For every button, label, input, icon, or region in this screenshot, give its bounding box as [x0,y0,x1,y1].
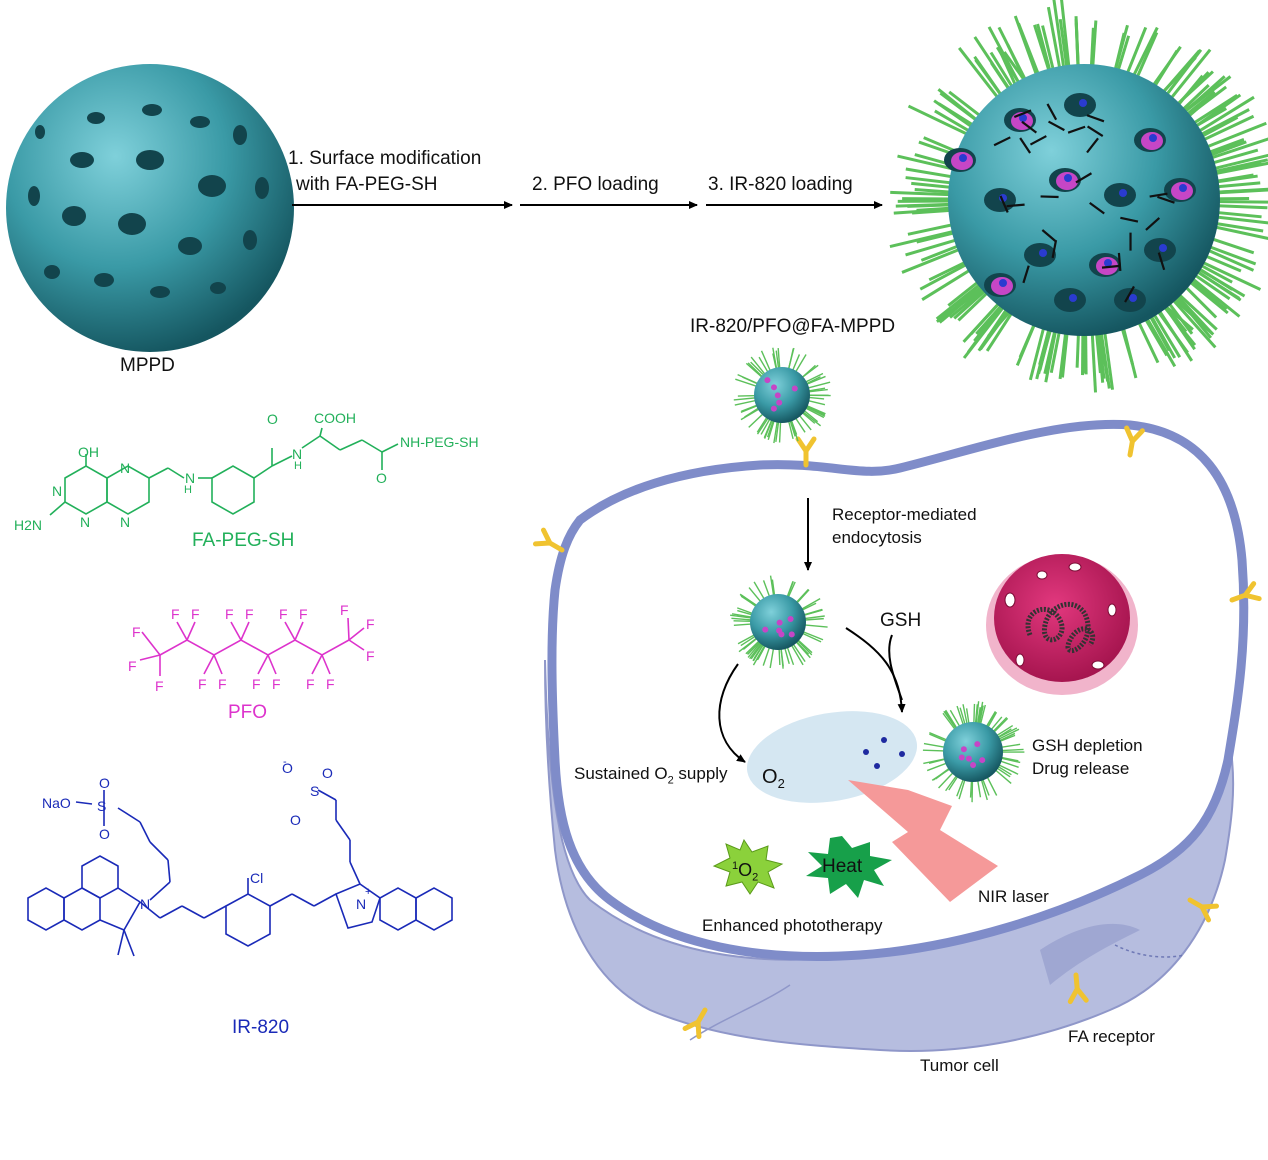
pfo-fluorine-atom: F [245,606,254,622]
product-label: IR-820/PFO@FA-MPPD [690,316,895,338]
ir-atom-s2: S [310,783,319,799]
fa-peg-sh-structure [50,428,398,515]
fa-atom-n1: N [52,483,62,499]
fa-atom-oh: OH [78,444,99,460]
step1-label-line1: 1. Surface modification [288,148,481,170]
cell-nucleus [986,554,1138,695]
ir-atom-o4: O [322,765,333,781]
pfo-label: PFO [228,702,267,724]
gsh-depletion-label: GSH depletion [1032,735,1143,757]
small-particle [734,348,831,443]
fa-atom-n3: N [120,460,130,476]
ir-atom-o2: O [99,826,110,842]
ir-atom-o1: O [99,775,110,791]
ir-atom-n2-plus: + [365,886,371,898]
ir-atom-s1: S [97,798,106,814]
product-particle [890,0,1268,392]
pfo-fluorine-atom: F [366,648,375,664]
step3-label: 3. IR-820 loading [708,174,853,196]
fa-atom-nh-peg-sh: NH-PEG-SH [400,434,479,450]
pfo-fluorine-atom: F [191,606,200,622]
pfo-fluorine-atom: F [128,658,137,674]
fa-receptor-label: FA receptor [1068,1026,1155,1048]
ir-atom-o5: O [290,812,301,828]
pfo-structure [140,618,364,676]
fa-atom-cooh: COOH [314,410,356,426]
pfo-fluorine-atom: F [326,676,335,692]
heat-label: Heat [822,856,862,878]
nir-laser-label: NIR laser [978,886,1049,908]
singlet-oxygen-label: 1O2 [732,855,758,889]
pfo-fluorine-atom: F [198,676,207,692]
fa-atom-o2: O [376,470,387,486]
pfo-fluorine-atom: F [299,606,308,622]
fa-atom-nh-h: H [184,484,192,496]
fa-atom-n2: N [80,514,90,530]
tumor-cell-label: Tumor cell [920,1055,999,1077]
o2-label: O2 [762,766,785,795]
pfo-fluorine-atom: F [155,678,164,694]
ir-atom-n1: N [140,896,150,912]
endocytosis-label-line1: Receptor-mediated [832,504,977,526]
pfo-fluorine-atom: F [366,616,375,632]
pfo-fluorine-atom: F [279,606,288,622]
gsh-label: GSH [880,610,921,632]
step1-label-line2: with FA-PEG-SH [296,174,437,196]
pfo-fluorine-atom: F [306,676,315,692]
ir820-structure [28,790,452,956]
pfo-fluorine-atom: F [272,676,281,692]
pfo-fluorine-atom: F [132,624,141,640]
fa-atom-h2n: H2N [14,517,42,533]
fa-atom-n4: N [120,514,130,530]
pfo-fluorine-atom: F [225,606,234,622]
phototherapy-label: Enhanced phototherapy [702,915,883,937]
mppd-label: MPPD [120,355,175,377]
pfo-fluorine-atom: F [340,602,349,618]
pfo-fluorine-atom: F [252,676,261,692]
endocytosis-label-line2: endocytosis [832,527,922,549]
fa-peg-sh-label: FA-PEG-SH [192,530,294,552]
drug-release-label: Drug release [1032,758,1129,780]
fa-atom-n5-h: H [294,460,302,472]
ir820-label: IR-820 [232,1017,289,1039]
pfo-fluorine-atom: F [218,676,227,692]
mppd-sphere [6,64,294,352]
ir-atom-o3-minus: - [283,756,287,768]
o2-supply-label: Sustained O2 supply [574,763,728,791]
step2-label: 2. PFO loading [532,174,659,196]
ir-atom-nao: NaO [42,795,71,811]
ir-atom-cl: Cl [250,870,263,886]
fa-atom-o1: O [267,411,278,427]
ir-atom-n2: N [356,896,366,912]
pfo-fluorine-atom: F [171,606,180,622]
